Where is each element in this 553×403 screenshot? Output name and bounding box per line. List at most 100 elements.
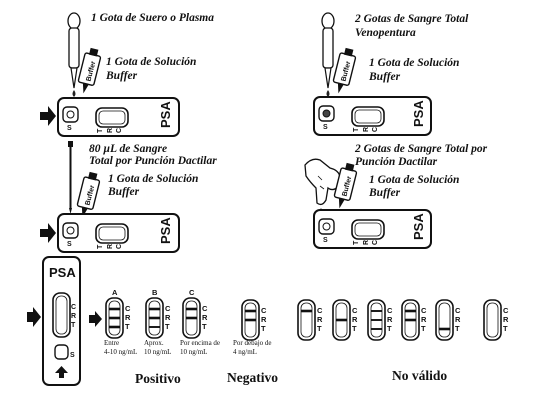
pipette-instruction-4: Buffer xyxy=(107,186,140,198)
svg-text:T: T xyxy=(97,244,104,249)
caption-a-2: 4-10 ng/mL xyxy=(104,348,137,356)
strip-letter: B xyxy=(152,288,158,297)
strip-zone-label: T xyxy=(317,324,322,333)
strip-zone-label: C xyxy=(352,306,358,315)
svg-text:S: S xyxy=(67,241,72,248)
svg-text:S: S xyxy=(323,237,328,244)
finger-instruction-4: Buffer xyxy=(368,187,401,199)
venous-instruction-2: Venopentura xyxy=(355,27,416,39)
venous-instruction-4: Buffer xyxy=(368,71,401,83)
strip-zone-label: R xyxy=(165,313,171,322)
svg-text:C: C xyxy=(372,127,379,132)
caption-negative-2: 4 ng/mL xyxy=(233,348,257,356)
finger-instruction-1: 2 Gotas de Sangre Total por xyxy=(354,143,488,155)
dropper-icon xyxy=(67,12,81,97)
arrow-icon xyxy=(40,106,56,126)
strip-zone-label: R xyxy=(125,313,131,322)
buffer-bottle-icon: Buffer xyxy=(77,47,102,94)
svg-text:R: R xyxy=(107,244,114,249)
finger-instruction-2: Punción Dactilar xyxy=(355,156,438,168)
strip-zone-label: R xyxy=(202,313,208,322)
buffer-bottle-icon: Buffer xyxy=(332,47,357,94)
invalid-title: No válido xyxy=(392,368,447,383)
svg-text:S: S xyxy=(323,124,328,131)
caption-c-1: Por encima de xyxy=(180,339,220,347)
strip-zone-label: T xyxy=(125,322,130,331)
strip-letter: A xyxy=(112,288,118,297)
strip-zone-label: C xyxy=(261,306,267,315)
svg-text:PSA: PSA xyxy=(411,213,426,240)
svg-text:R: R xyxy=(363,127,370,132)
cassette-pipette: S T R C PSA xyxy=(57,213,180,253)
arrow-icon xyxy=(40,223,56,243)
positive-title: Positivo xyxy=(135,371,181,386)
cassette-vertical: PSA C R T S xyxy=(42,256,81,386)
strip-zone-label: C xyxy=(503,306,509,315)
strip-zone-label: C xyxy=(455,306,461,315)
pipette-instruction-2: Total por Punción Dactilar xyxy=(89,155,217,167)
svg-text:T: T xyxy=(353,127,360,132)
up-arrow-icon xyxy=(55,366,68,378)
strip-zone-label: C xyxy=(125,304,131,313)
serum-instruction-1: 1 Gota de Suero o Plasma xyxy=(91,12,214,24)
cassette-serum: S T R C PSA xyxy=(57,97,180,137)
caption-c-2: 10 ng/mL xyxy=(180,348,207,356)
strip-zone-label: T xyxy=(261,324,266,333)
strip-zone-label: T xyxy=(352,324,357,333)
strip-zone-label: T xyxy=(165,322,170,331)
negative-title: Negativo xyxy=(227,370,278,385)
buffer-label: Buffer xyxy=(86,60,98,82)
strip-zone-label: C xyxy=(387,306,393,315)
panel-serum: Buffer 1 Gota de Suero o Plasma 1 Gota d… xyxy=(40,12,214,137)
panel-venous: Buffer 2 Gotas de Sangre Total Venopentu… xyxy=(313,12,469,136)
panel-pipette: Buffer 80 µL de Sangre Total por Punción… xyxy=(40,141,217,253)
svg-text:R: R xyxy=(363,240,370,245)
strip-zone-label: R xyxy=(503,315,509,324)
buffer-bottle-icon: Buffer xyxy=(333,162,358,209)
venous-instruction-3: 1 Gota de Solución xyxy=(369,57,459,69)
svg-text:C: C xyxy=(116,244,123,249)
brand-label: PSA xyxy=(158,101,173,128)
serum-instruction-2: 1 Gota de Solución xyxy=(106,56,196,68)
caption-b-2: 10 ng/mL xyxy=(144,348,171,356)
cassette-finger: S T R C PSA xyxy=(313,209,432,249)
strip-zone-label: R xyxy=(421,315,427,324)
strip-zone-label: T xyxy=(503,324,508,333)
result-strip: CRT A xyxy=(105,288,131,339)
strip-zone-label: R xyxy=(261,315,267,324)
cassette-venous: S T R C PSA xyxy=(313,96,432,136)
svg-text:T: T xyxy=(353,240,360,245)
strip-zone-label: T xyxy=(202,322,207,331)
svg-text:PSA: PSA xyxy=(411,100,426,127)
svg-text:Buffer: Buffer xyxy=(342,175,354,197)
svg-text:PSA: PSA xyxy=(158,217,173,244)
serum-instruction-3: Buffer xyxy=(105,70,138,82)
caption-negative-1: Por debajo de xyxy=(233,339,272,347)
sample-label: S xyxy=(67,125,72,132)
strip-zone-label: R xyxy=(455,315,461,324)
venous-instruction-1: 2 Gotas de Sangre Total xyxy=(354,13,469,25)
strip-zone-label: T xyxy=(387,324,392,333)
panel-finger: Buffer 2 Gotas de Sangre Total por Punci… xyxy=(304,143,488,249)
svg-text:C: C xyxy=(71,304,76,311)
svg-text:R: R xyxy=(107,128,114,133)
hand-icon xyxy=(304,158,341,215)
caption-b-1: Aprox. xyxy=(144,339,164,347)
result-strip: CRT xyxy=(435,299,461,341)
result-strip: CRT xyxy=(297,299,323,341)
svg-text:PSA: PSA xyxy=(49,265,76,280)
arrow-icon xyxy=(89,311,102,327)
strip-zone-label: R xyxy=(387,315,393,324)
result-strip: CRT xyxy=(367,299,393,341)
pipette-icon xyxy=(68,141,73,222)
svg-text:R: R xyxy=(71,313,76,320)
svg-text:T: T xyxy=(97,128,104,133)
strip-zone-label: R xyxy=(352,315,358,324)
strip-letter: C xyxy=(189,288,195,297)
svg-text:T: T xyxy=(71,322,76,329)
svg-text:Buffer: Buffer xyxy=(341,60,353,82)
